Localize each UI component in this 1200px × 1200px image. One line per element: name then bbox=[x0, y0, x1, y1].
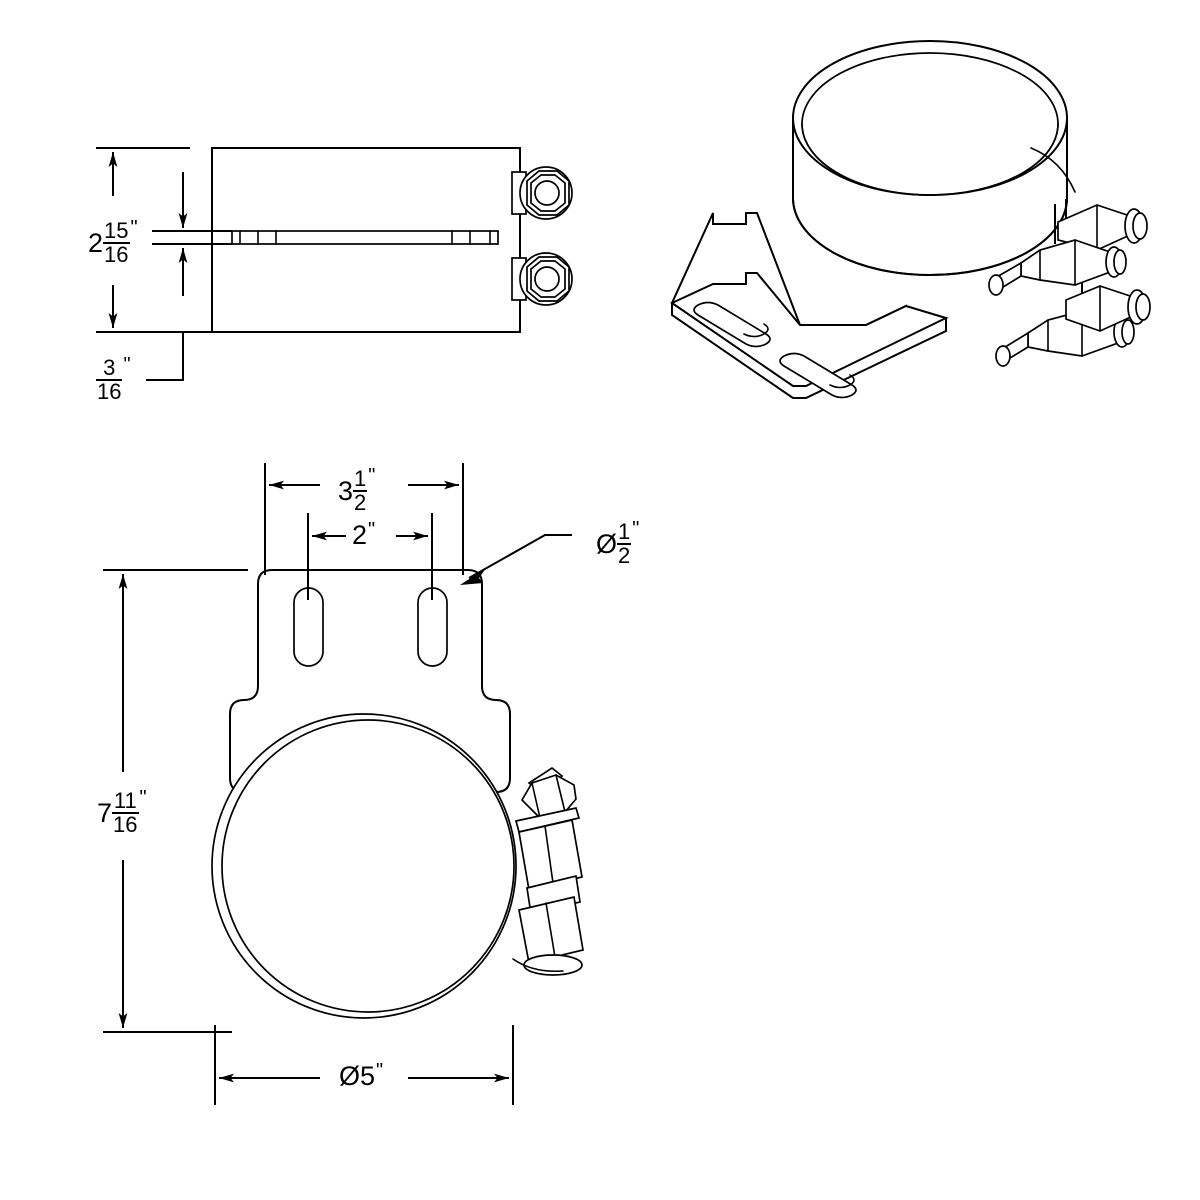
leader-arrow-slot-dia bbox=[460, 568, 486, 585]
side-elevation-view bbox=[96, 147, 573, 381]
iso-bolt-3-head-tip bbox=[1121, 319, 1135, 345]
fastener-lower bbox=[511, 252, 573, 306]
plan-bolt-assembly bbox=[512, 766, 584, 976]
dim-slot-spacing-label: 2 " bbox=[352, 519, 376, 550]
dim-clamp-diameter-group bbox=[214, 1025, 514, 1105]
iso-bolt-4-tip bbox=[1135, 293, 1151, 321]
dim-slot-thickness-group bbox=[146, 172, 232, 381]
plan-bolt-sleeve-seam bbox=[544, 825, 554, 884]
iso-plate-top-face bbox=[669, 272, 949, 387]
iso-clamp-cylinder bbox=[791, 40, 1083, 293]
band-slot-outline bbox=[231, 230, 499, 245]
iso-bolt-assembly-2 bbox=[988, 239, 1127, 296]
dim-band-width-label: 2 15 16 " bbox=[88, 217, 138, 268]
dim-overall-height-label: 7 11 16 " bbox=[97, 787, 147, 838]
iso-plate-notch bbox=[712, 212, 747, 225]
iso-bolt-1-tip bbox=[1132, 212, 1148, 240]
dim-bracket-width-label: 3 1 2 " bbox=[338, 465, 376, 516]
dim-slot-spacing-group bbox=[307, 513, 433, 600]
plan-bolt-washer bbox=[514, 807, 581, 834]
iso-cylinder-bottom-arc bbox=[791, 196, 1069, 276]
plan-bolt-hex-facets bbox=[531, 774, 566, 819]
iso-bolt-2-facets bbox=[1039, 239, 1076, 286]
dim-slot-leader bbox=[146, 332, 184, 381]
dim-overall-height-group bbox=[103, 569, 248, 1033]
iso-mounting-plate bbox=[669, 212, 949, 399]
iso-slot-2-depth bbox=[829, 374, 855, 389]
iso-mounting-slot-2 bbox=[779, 352, 857, 399]
dim-slot-thickness-label: 3 16 " bbox=[96, 354, 131, 405]
iso-bolt-2-head-tip bbox=[1113, 249, 1127, 275]
dim-slot-diameter-leader bbox=[460, 534, 572, 585]
plan-bolt-sleeve-upper bbox=[518, 818, 583, 892]
plan-bolt-sleeve-lower-seam bbox=[545, 902, 556, 958]
dim-clamp-diameter-label: Ø 5 " bbox=[339, 1060, 384, 1091]
dim-bracket-width-group bbox=[264, 463, 464, 575]
dim-slot-diameter-label: Ø 1 2 " bbox=[596, 518, 640, 569]
iso-slot-1-depth bbox=[743, 323, 769, 338]
plan-bolt-end-arc bbox=[512, 958, 564, 973]
fastener-upper bbox=[511, 166, 573, 220]
leader-line-slot-dia bbox=[468, 534, 572, 579]
iso-bolt-assembly-1 bbox=[1057, 204, 1148, 251]
iso-bolt-2-tip bbox=[988, 274, 1004, 296]
isometric-view bbox=[669, 40, 1151, 399]
iso-bolt-assembly-4 bbox=[1065, 285, 1151, 332]
iso-cylinder-top-inner bbox=[801, 52, 1059, 196]
iso-bolt-3-tip bbox=[995, 345, 1011, 367]
iso-cylinder-bore-back bbox=[801, 123, 1059, 196]
fastener-lower-bolt-end bbox=[534, 266, 560, 292]
clamp-ring-inner bbox=[221, 719, 515, 1013]
iso-band-seam bbox=[1030, 147, 1076, 193]
fastener-upper-bolt-end bbox=[534, 180, 560, 206]
iso-mounting-slot-1 bbox=[693, 301, 771, 348]
band-slot-group bbox=[231, 230, 499, 245]
plan-bottom-view bbox=[103, 463, 584, 1105]
